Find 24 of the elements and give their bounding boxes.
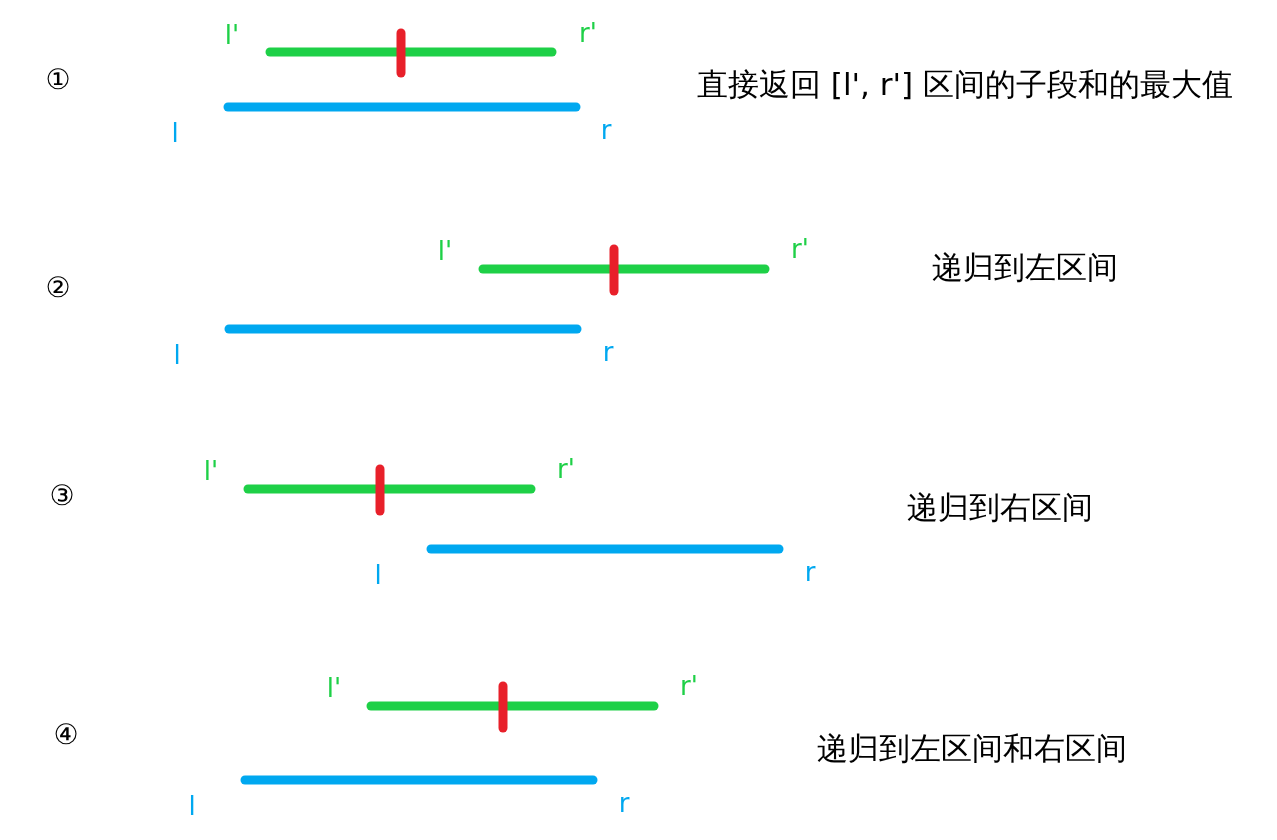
step-number: ③ bbox=[49, 480, 75, 512]
endpoint-label: r bbox=[602, 337, 614, 367]
description-text: 直接返回 [l', r'] 区间的子段和的最大值 bbox=[697, 66, 1233, 102]
endpoint-label: r' bbox=[557, 454, 575, 484]
endpoint-label: r' bbox=[680, 671, 698, 701]
description-text: 递归到右区间 bbox=[907, 489, 1093, 525]
step-number: ② bbox=[45, 272, 71, 304]
endpoint-label: r bbox=[804, 557, 816, 587]
endpoint-label: r' bbox=[791, 234, 809, 264]
endpoint-label: l' bbox=[326, 673, 342, 703]
endpoint-label: l' bbox=[437, 236, 453, 266]
description-text: 递归到左区间和右区间 bbox=[817, 730, 1127, 766]
endpoint-label: l bbox=[374, 560, 382, 590]
description-text: 递归到左区间 bbox=[932, 249, 1118, 285]
endpoint-label: l' bbox=[203, 456, 219, 486]
endpoint-label: r' bbox=[579, 18, 597, 48]
endpoint-label: l' bbox=[224, 20, 240, 50]
endpoint-label: l bbox=[171, 118, 179, 148]
endpoint-label: r bbox=[618, 788, 630, 818]
step-number: ① bbox=[45, 64, 71, 96]
endpoint-label: r bbox=[600, 115, 612, 145]
step-number: ④ bbox=[53, 719, 79, 751]
endpoint-label: l bbox=[188, 791, 196, 821]
endpoint-label: l bbox=[173, 340, 181, 370]
